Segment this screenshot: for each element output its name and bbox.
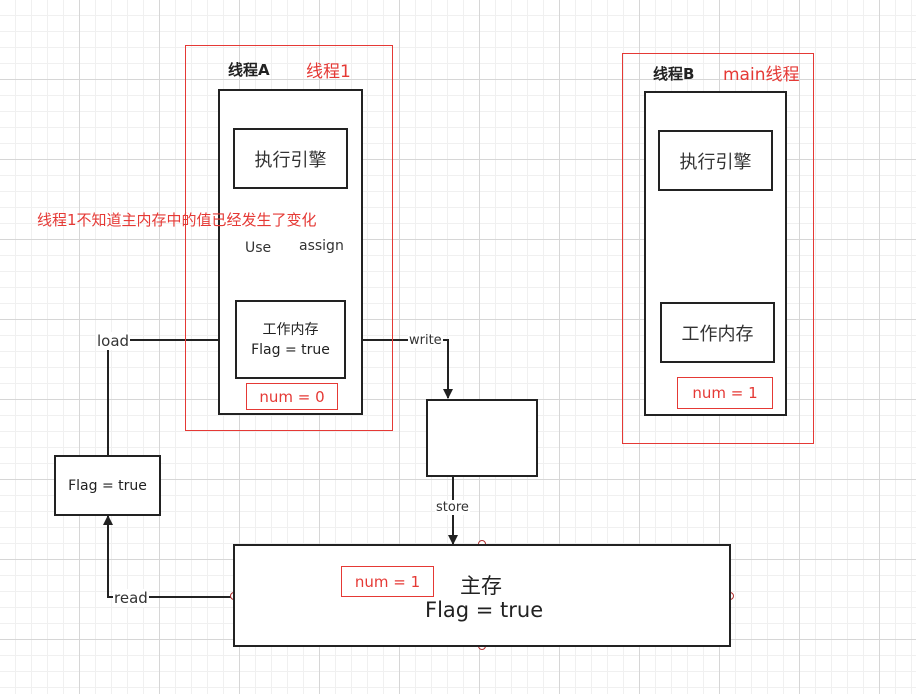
read-label: read (113, 589, 149, 607)
thread-b-alias: main线程 (723, 65, 800, 85)
thread-a-flag: Flag = true (251, 341, 330, 358)
write-buffer-box (426, 399, 538, 477)
assign-label: assign (298, 238, 345, 254)
thread-a-engine: 执行引擎 (233, 128, 348, 189)
thread-b-work-memory: 工作内存 (660, 302, 775, 363)
thread-a-work-memory: 工作内存 Flag = true (235, 300, 346, 379)
write-arrow (346, 339, 453, 399)
main-memory-num: num = 1 (341, 566, 434, 597)
thread-b-num: num = 1 (677, 377, 773, 409)
thread-a-num: num = 0 (246, 383, 338, 410)
thread-b-title: 线程B (653, 65, 695, 83)
thread-a-frame (185, 45, 393, 431)
main-memory-flag: Flag = true (425, 598, 544, 622)
note-text: 线程1不知道主内存中的值已经发生了变化 (37, 211, 317, 229)
thread-b-frame (622, 53, 814, 444)
store-label: store (435, 500, 470, 515)
flag-box: Flag = true (54, 455, 161, 516)
thread-a-work-memory-label: 工作内存 (262, 321, 319, 338)
main-memory-title: 主存 (460, 574, 502, 598)
use-label: Use (244, 240, 273, 256)
load-label: load (96, 332, 131, 350)
thread-a-alias: 线程1 (306, 62, 351, 82)
read-arrow (103, 515, 234, 598)
main-memory (233, 544, 731, 647)
thread-b-engine: 执行引擎 (658, 130, 773, 191)
write-label: write (408, 333, 443, 348)
thread-a-title: 线程A (228, 61, 270, 79)
